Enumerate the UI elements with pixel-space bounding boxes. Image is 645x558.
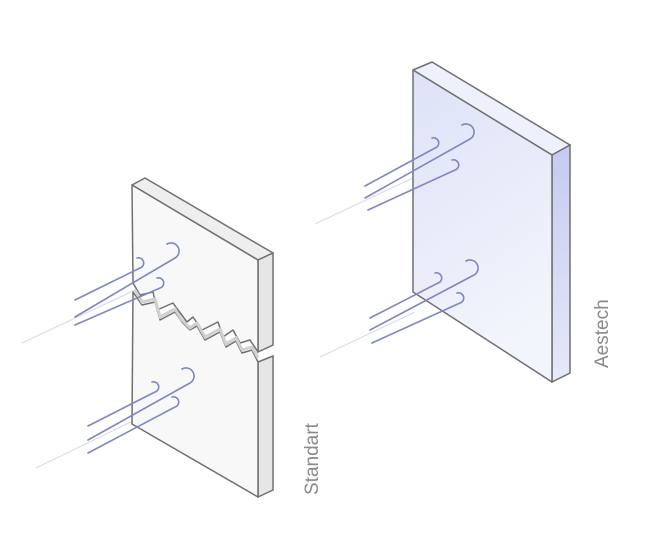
standard-label: Standart — [302, 422, 323, 495]
wind-gust-icon — [74, 242, 180, 326]
wind-gust-icon — [369, 259, 479, 344]
faint-wind-lines — [21, 176, 416, 469]
standard-glass-panel — [131, 177, 274, 499]
aestech-label: Aestech — [592, 299, 613, 368]
aestech-glass-panel — [412, 61, 571, 384]
wind-gust-icon — [87, 367, 195, 454]
wind-gust-icon — [364, 123, 475, 211]
crack-shadow — [133, 289, 260, 359]
